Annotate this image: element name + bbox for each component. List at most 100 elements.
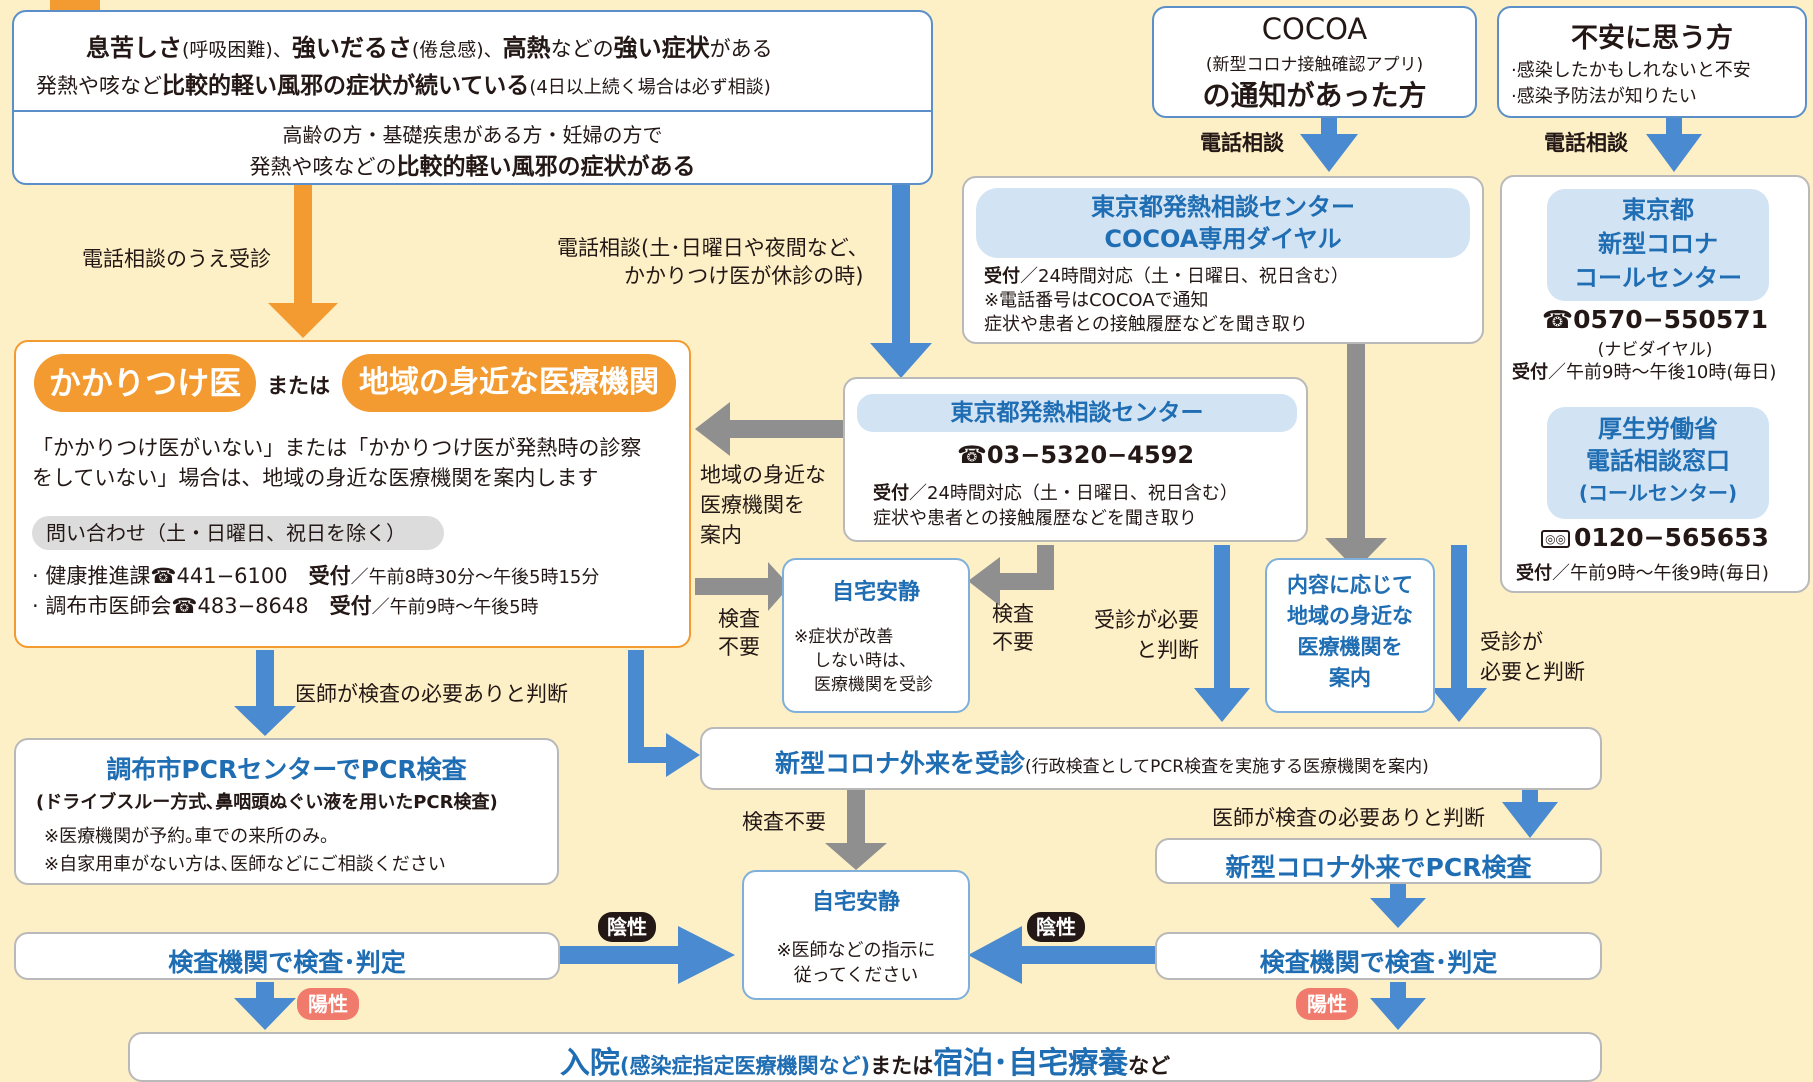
- no-test-text: 不要: [992, 630, 1034, 654]
- tokyo-callcenter-phone: ☎0570−550571: [1541, 305, 1769, 334]
- or-text: または: [267, 374, 330, 398]
- no-test-text: 検査: [992, 602, 1034, 626]
- symptom-text: 発熱や咳などの: [249, 155, 397, 179]
- blue-arrows: [234, 118, 1702, 1030]
- tokyo-callcenter-title-2: 新型コロナ: [1598, 230, 1718, 258]
- pcr-center-title: 調布市PCRセンターでPCR検査: [106, 755, 467, 784]
- home-rest-2-box: 自宅安静 ※医師などの指示に 従ってください: [742, 870, 970, 1000]
- fever-center-note: 症状や患者との接触履歴などを聞き取り: [873, 508, 1197, 529]
- hours-label: 受付: [1512, 362, 1548, 383]
- or-text: または: [870, 1054, 934, 1078]
- family-doctor-pill: かかりつけ医: [34, 354, 256, 412]
- local-guide-line: 内容に応じて: [1287, 573, 1413, 597]
- mhlw-phone-line: ◎◎0120−565653: [1502, 523, 1808, 552]
- inquiry-header: 問い合わせ（土・日曜日、祝日を除く）: [32, 516, 444, 550]
- phone-then-visit-label: 電話相談のうえ受診: [82, 247, 271, 271]
- final-text: 入院(感染症指定医療機関など)または宿泊･自宅療養など: [130, 1038, 1600, 1082]
- cocoa-center-title-1: 東京都発熱相談センター: [1091, 193, 1355, 221]
- gray-arrows: [695, 340, 1387, 870]
- phone-holiday-label: かかりつけ医が休診の時): [624, 264, 864, 288]
- phone-consult-label: 電話相談: [1200, 131, 1284, 155]
- hours-text: ／24時間対応（土・日曜日、祝日含む）: [1020, 266, 1349, 287]
- fever-center-title: 東京都発熱相談センター: [857, 394, 1297, 432]
- phone-holiday-label: 電話相談(土･日曜日や夜間など、: [557, 236, 869, 260]
- etc-text: など: [1128, 1054, 1171, 1078]
- symptoms-line-4: 発熱や咳などの比較的軽い風邪の症状がある: [14, 147, 931, 181]
- corner-tab: [50, 0, 100, 10]
- fever-center-box: 東京都発熱相談センター ☎03−5320−4592 受付／24時間対応（土・日曜…: [843, 377, 1308, 542]
- symptoms-box: 息苦しさ(呼吸困難)、強いだるさ(倦怠感)、高熱などの強い症状がある 発熱や咳な…: [12, 10, 933, 185]
- pcr-center-note: ※自家用車がない方は､医師などにご相談ください: [44, 854, 446, 875]
- family-doctor-box: かかりつけ医 または 地域の身近な医療機関 「かかりつけ医がいない」または「かか…: [14, 340, 691, 648]
- need-visit-label: 受診が必要と判断: [1094, 605, 1199, 665]
- hospitalization: 入院: [559, 1046, 620, 1081]
- freedial-icon: ◎◎: [1541, 530, 1571, 548]
- home-rest-note: 医療機関を受診: [814, 675, 933, 695]
- symptom-note: (呼吸困難)、: [182, 39, 292, 61]
- symptom-note: (4日以上続く場合は必ず相談): [529, 77, 771, 98]
- home-rest-title: 自宅安静: [811, 890, 900, 915]
- outpatient-title: 新型コロナ外来を受診: [775, 749, 1026, 778]
- orange-arrow: [268, 185, 338, 338]
- guide-local-text: 案内: [700, 523, 742, 547]
- hours-text: ／午前9時〜午後9時(毎日): [1552, 563, 1769, 584]
- doctor-test-needed-label: 医師が検査の必要ありと判断: [1212, 806, 1485, 830]
- mhlw-title-3: (コールセンター): [1578, 481, 1738, 505]
- outpatient-text: 新型コロナ外来を受診(行政検査としてPCR検査を実施する医療機関を案内): [775, 744, 1429, 780]
- inquiry-row-1: · 健康推進課☎441−6100 受付／午前8時30分〜午後5時15分: [32, 560, 599, 590]
- guide-local-text: 医療機関を: [700, 493, 805, 517]
- anxious-item: ·感染したかもしれないと不安: [1511, 60, 1751, 81]
- negative-badge: 陰性: [1027, 912, 1085, 942]
- divider: [14, 110, 931, 112]
- pcr-center-note: ※医療機関が予約｡車での来所のみ｡: [44, 826, 330, 847]
- cocoa-center-title-2: COCOA専用ダイヤル: [1104, 225, 1342, 253]
- strong-symptoms: 強い症状: [613, 34, 710, 62]
- lab-left-title: 検査機関で検査･判定: [168, 948, 406, 977]
- lab-right-title: 検査機関で検査･判定: [1259, 948, 1498, 977]
- local-clinic-pill: 地域の身近な医療機関: [342, 354, 676, 412]
- anxious-box: 不安に思う方 ·感染したかもしれないと不安 ·感染予防法が知りたい: [1497, 6, 1807, 118]
- need-visit-label: 受診が必要と判断: [1480, 627, 1585, 687]
- mhlw-phone: 0120−565653: [1574, 523, 1769, 552]
- lab-right-box: 検査機関で検査･判定: [1155, 932, 1602, 980]
- outpatient-pcr-box: 新型コロナ外来でPCR検査: [1155, 838, 1602, 884]
- cocoa-center-title: 東京都発熱相談センター COCOA専用ダイヤル: [976, 188, 1470, 258]
- no-test-label: 検査不要: [992, 600, 1034, 656]
- local-guide-box: 内容に応じて 地域の身近な 医療機関を 案内: [1265, 558, 1435, 713]
- symptom-breathless: 息苦しさ: [86, 34, 182, 62]
- cocoa-title: COCOA: [1261, 12, 1368, 46]
- no-test-text: 検査: [718, 607, 760, 631]
- cocoa-subtitle: (新型コロナ接触確認アプリ): [1205, 55, 1424, 75]
- fever-center-hours: 受付／24時間対応（土・日曜日、祝日含む）: [873, 479, 1238, 505]
- tokyo-callcenter-title-1: 東京都: [1622, 196, 1694, 224]
- hours-text: ／24時間対応（土・日曜日、祝日含む）: [909, 483, 1238, 504]
- need-visit-text: と判断: [1136, 638, 1199, 662]
- cocoa-notified: の通知があった方: [1202, 79, 1427, 112]
- hours-text: ／午前9時〜午後5時: [371, 597, 539, 618]
- outpatient-pcr-title: 新型コロナ外来でPCR検査: [1225, 853, 1532, 882]
- local-guide-line: 地域の身近な: [1287, 604, 1413, 628]
- positive-badge: 陽性: [297, 988, 359, 1020]
- no-test-label: 検査不要: [742, 810, 826, 834]
- tokyo-callcenter-title-3: コールセンター: [1574, 264, 1742, 292]
- hours-text: ／午前8時30分〜午後5時15分: [350, 567, 600, 588]
- guide-local-text: 地域の身近な: [700, 463, 826, 487]
- mhlw-title-1: 厚生労働省: [1598, 415, 1718, 443]
- symptom-text: がある: [709, 37, 773, 61]
- mhlw-title-2: 電話相談窓口: [1586, 447, 1730, 475]
- cocoa-center-note: 症状や患者との接触履歴などを聞き取り: [984, 314, 1308, 335]
- outpatient-box: 新型コロナ外来を受診(行政検査としてPCR検査を実施する医療機関を案内): [700, 727, 1602, 790]
- negative-badge: 陰性: [598, 912, 656, 942]
- need-visit-text: 受診が: [1480, 630, 1543, 654]
- phone-consult-label: 電話相談: [1544, 131, 1628, 155]
- local-guide-line: 案内: [1329, 666, 1371, 690]
- local-guide-text: 内容に応じて 地域の身近な 医療機関を 案内: [1267, 570, 1433, 694]
- inquiry-contact: · 調布市医師会☎483−8648: [32, 594, 309, 618]
- hospital-note: (感染症指定医療機関など): [619, 1054, 871, 1078]
- hours-label: 受付: [329, 594, 372, 618]
- family-doctor-desc: をしていない」場合は、地域の身近な医療機関を案内します: [32, 466, 599, 490]
- cocoa-center-note: ※電話番号はCOCOAで通知: [984, 290, 1209, 311]
- hours-label: 受付: [984, 266, 1020, 287]
- mild-symptoms-continue: 比較的軽い風邪の症状が続いている: [162, 73, 530, 99]
